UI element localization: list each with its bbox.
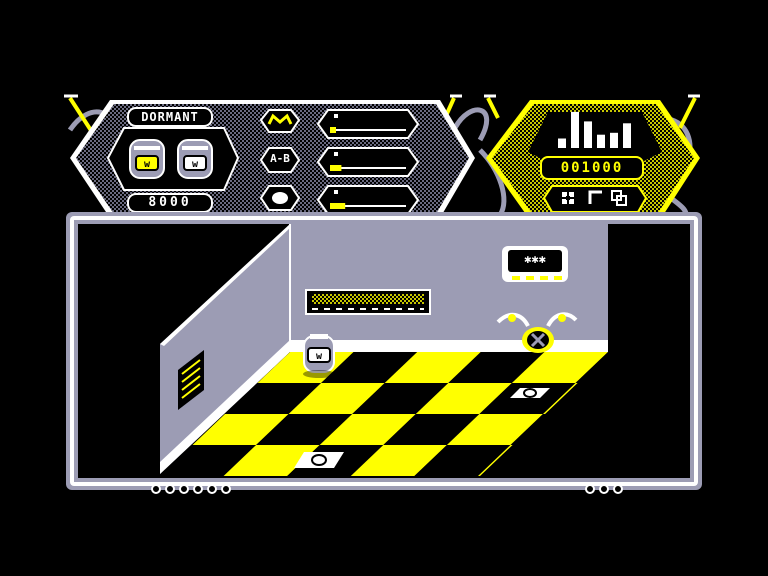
floor-tile [383, 414, 480, 445]
floor-tile [160, 445, 257, 476]
vent-grille [178, 350, 204, 410]
level-bar-graph [558, 111, 631, 148]
pod-icon: w [129, 139, 165, 179]
floor-tile [415, 383, 512, 414]
mode-label: A-B [270, 152, 290, 165]
wall-panel-label: ✱✱✱ [524, 252, 546, 266]
floor-tile [352, 383, 449, 414]
bar-graph-bar [558, 138, 566, 148]
floor-tile [256, 414, 353, 445]
status-label: DORMANT [127, 107, 213, 127]
floor-tile [350, 445, 447, 476]
fan-icon [562, 192, 574, 204]
icon-column [259, 109, 301, 211]
score-display: 001000 [540, 156, 644, 180]
left-wall [160, 224, 290, 474]
floor-tile [448, 352, 545, 383]
corner-icon [588, 190, 602, 204]
lives-display: w w [129, 139, 213, 179]
item-indicator-dots [585, 484, 623, 494]
energy-meter [316, 147, 420, 177]
bar-graph-bar [623, 123, 631, 148]
floor-tile [479, 383, 576, 414]
floor-tile [446, 414, 543, 445]
floor-tile [319, 414, 416, 445]
bar-graph-bar [571, 111, 579, 148]
svg-text:w: w [316, 351, 323, 362]
energy-meters [316, 109, 420, 214]
inventory-icons [562, 190, 627, 206]
floor-tile [384, 352, 481, 383]
floor-token[interactable] [294, 452, 344, 468]
floor-token[interactable] [510, 388, 550, 398]
wall-hook-device [496, 312, 578, 353]
bar-graph-bar [584, 121, 592, 148]
floor-tile [414, 445, 511, 476]
floor-tile [225, 383, 322, 414]
bar-graph-bar [610, 132, 618, 148]
floor-tile [288, 383, 385, 414]
wall-window [305, 289, 431, 315]
bar-graph-bar [597, 134, 605, 148]
pod-icon: w [177, 139, 213, 179]
energy-meter [316, 109, 420, 139]
lips-icon [259, 109, 301, 133]
svg-text:w: w [192, 159, 199, 170]
wall-control-panel [502, 246, 568, 282]
player-droid[interactable]: w [303, 334, 335, 378]
floor-tile [321, 352, 418, 383]
squares-icon [611, 190, 627, 206]
energy-meter [316, 185, 420, 214]
orb-icon [259, 185, 301, 211]
floor-tile [192, 414, 289, 445]
ab-icon [259, 147, 301, 173]
floor-tile [511, 352, 608, 383]
floor-tile [223, 445, 320, 476]
svg-text:w: w [144, 159, 151, 170]
room-indicator-dots [151, 484, 231, 494]
